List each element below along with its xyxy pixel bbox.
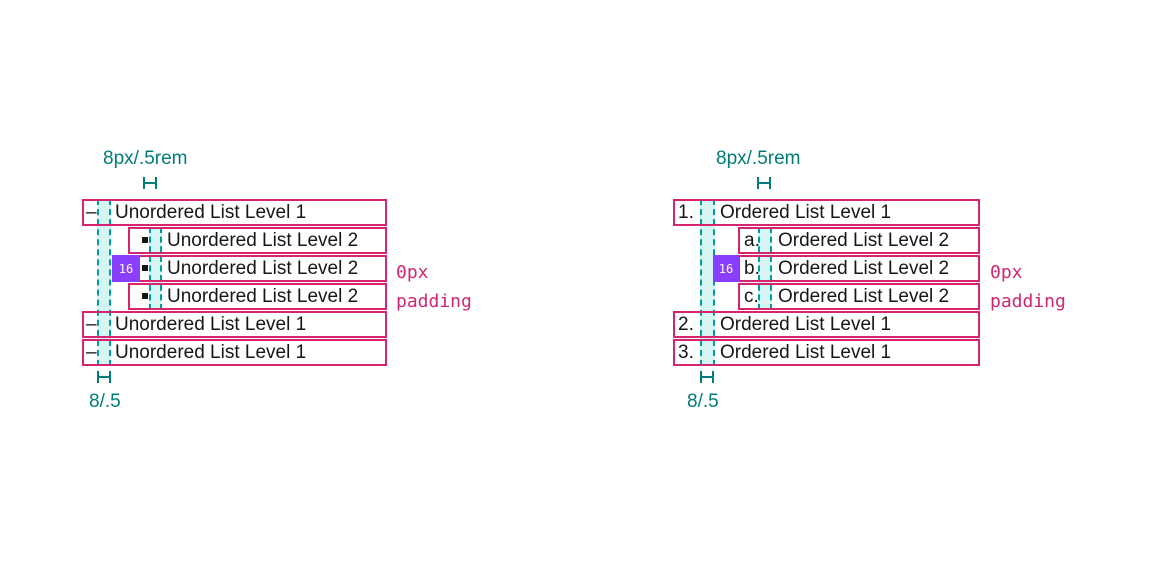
number-marker: 3.	[678, 342, 694, 363]
letter-marker: c.	[744, 286, 759, 307]
letter-marker: a.	[744, 230, 760, 251]
list-item-text: Ordered List Level 2	[778, 258, 950, 279]
list-row: – Unordered List Level 1	[82, 339, 387, 366]
number-marker: 2.	[678, 314, 694, 335]
list-row: b. Ordered List Level 2	[738, 255, 980, 282]
padding-annotation-line1: 0px	[990, 262, 1023, 283]
list-row: – Unordered List Level 1	[82, 199, 387, 226]
bottom-spacing-label: 8/.5	[687, 391, 719, 412]
list-row: 3. Ordered List Level 1	[673, 339, 980, 366]
padding-annotation: 0px padding	[990, 258, 1066, 316]
padding-annotation-line2: padding	[990, 291, 1066, 312]
list-row: 1. Ordered List Level 1	[673, 199, 980, 226]
top-spacing-label: 8px/.5rem	[103, 148, 188, 169]
list-row: Unordered List Level 2	[128, 255, 387, 282]
nested-spacing-badge: 16	[112, 255, 140, 282]
list-item-text: Unordered List Level 2	[167, 230, 359, 251]
letter-marker: b.	[744, 258, 760, 279]
list-row: 2. Ordered List Level 1	[673, 311, 980, 338]
measure-ibeam-icon	[97, 371, 111, 383]
dash-marker-icon: –	[86, 342, 97, 363]
dash-marker-icon: –	[86, 202, 97, 223]
list-item-text: Ordered List Level 1	[720, 342, 892, 363]
bottom-spacing-label: 8/.5	[89, 391, 121, 412]
list-row: – Unordered List Level 1	[82, 311, 387, 338]
list-item-text: Unordered List Level 2	[167, 286, 359, 307]
padding-annotation: 0px padding	[396, 258, 472, 316]
level2-spacing-guide	[149, 227, 162, 310]
list-item-text: Ordered List Level 1	[720, 202, 892, 223]
measure-ibeam-icon	[757, 177, 771, 189]
measure-ibeam-icon	[143, 177, 157, 189]
level2-spacing-guide	[758, 227, 772, 310]
measure-ibeam-icon	[700, 371, 714, 383]
list-item-text: Ordered List Level 2	[778, 230, 950, 251]
level1-spacing-guide	[97, 199, 111, 366]
square-bullet-icon	[142, 237, 148, 243]
list-item-text: Unordered List Level 1	[115, 342, 307, 363]
nested-spacing-badge: 16	[713, 255, 739, 282]
list-row: Unordered List Level 2	[128, 283, 387, 310]
padding-annotation-line2: padding	[396, 291, 472, 312]
level1-spacing-guide	[700, 199, 715, 366]
list-item-text: Unordered List Level 2	[167, 258, 359, 279]
dash-marker-icon: –	[86, 314, 97, 335]
list-row: Unordered List Level 2	[128, 227, 387, 254]
list-item-text: Ordered List Level 1	[720, 314, 892, 335]
top-spacing-label: 8px/.5rem	[716, 148, 801, 169]
list-item-text: Unordered List Level 1	[115, 314, 307, 335]
list-row: c. Ordered List Level 2	[738, 283, 980, 310]
padding-annotation-line1: 0px	[396, 262, 429, 283]
square-bullet-icon	[142, 293, 148, 299]
list-item-text: Ordered List Level 2	[778, 286, 950, 307]
number-marker: 1.	[678, 202, 694, 223]
square-bullet-icon	[142, 265, 148, 271]
list-row: a. Ordered List Level 2	[738, 227, 980, 254]
list-item-text: Unordered List Level 1	[115, 202, 307, 223]
